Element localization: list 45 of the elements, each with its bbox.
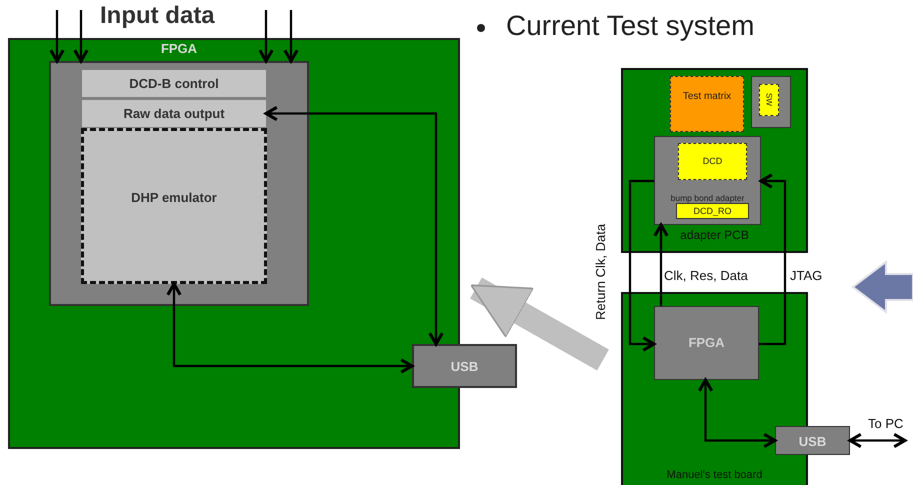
arrow [848, 432, 907, 448]
edge-label: Return Clk, Data [593, 224, 608, 320]
circuit-board [621, 68, 808, 253]
arrow [628, 180, 656, 352]
block-label: Manuel's test board [666, 469, 764, 481]
arrow [264, 106, 444, 346]
block-label: USB [450, 359, 480, 374]
sensor-chip [678, 143, 747, 180]
arrow [698, 378, 777, 448]
edge-label: To PC [868, 416, 904, 431]
switch-chip [759, 84, 779, 116]
edge-label: Clk, Res, Data [664, 268, 748, 283]
block-label: adapter PCB [679, 228, 750, 242]
output-block [82, 100, 266, 127]
block-label: bump bond adapter [670, 193, 746, 203]
arrow [759, 173, 786, 346]
readout-chip [676, 203, 749, 219]
arrow [166, 282, 414, 374]
test-matrix-block [670, 76, 744, 132]
arrow [258, 10, 274, 63]
chip-label: SW [764, 92, 774, 108]
arrow [49, 10, 65, 63]
block-label: DHP emulator [130, 189, 218, 207]
block-arrow [470, 278, 609, 370]
control-block [82, 70, 266, 97]
block-label: FPGA [160, 41, 198, 56]
block-label: DCD [702, 156, 724, 166]
block-label: Raw data output [122, 106, 226, 121]
usb-block [412, 344, 517, 388]
adapter-block [654, 136, 761, 225]
arrow [73, 10, 89, 63]
block-label: FPGA [687, 335, 726, 350]
arrow [283, 10, 299, 63]
usb-block [775, 426, 850, 455]
block-label: DCD-B control [128, 76, 220, 91]
block-label: DCD_RO [692, 206, 732, 216]
fpga-chip [654, 306, 759, 380]
switch-block [751, 76, 791, 128]
heading-label: Input data [100, 2, 215, 30]
arrow [653, 223, 669, 306]
block-label: Test matrix [682, 91, 732, 103]
block-label: USB [798, 434, 828, 449]
title: Current Test system [506, 10, 754, 42]
emulator-block [81, 128, 267, 284]
edge-label: JTAG [790, 268, 822, 283]
